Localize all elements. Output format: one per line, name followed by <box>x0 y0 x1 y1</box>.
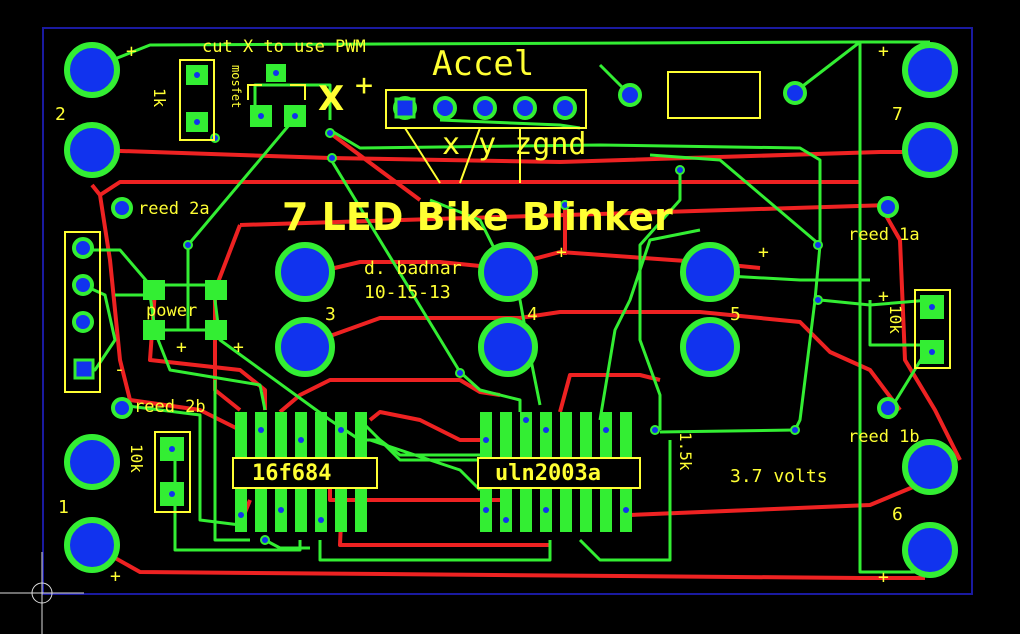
date-label: 10-15-13 <box>364 282 451 303</box>
pad-number-6: 6 <box>892 504 903 525</box>
origin-crosshair <box>0 552 84 634</box>
ic-uln2003a-pads <box>477 412 641 532</box>
mosfet-label: mosfet <box>229 65 243 108</box>
pad-number-2: 2 <box>55 104 66 125</box>
author-label: d. badnar <box>364 258 462 279</box>
silk-outlines <box>64 59 951 513</box>
plus-r10k: + <box>878 286 889 307</box>
r1k-label: 1k <box>150 88 169 108</box>
pad-number-3: 3 <box>325 304 336 325</box>
accel-plus: + <box>355 68 373 103</box>
plus-led-5: + <box>758 242 769 263</box>
reed-2b-label: reed 2b <box>134 397 206 417</box>
minus-batt: - <box>114 359 125 380</box>
big-pads <box>64 42 958 578</box>
ic-pin-vias <box>238 417 629 523</box>
r10k-left-label: 10k <box>127 444 146 473</box>
plus-led-4: + <box>556 242 567 263</box>
batt-pin-square <box>73 358 95 380</box>
pad-number-7: 7 <box>892 104 903 125</box>
r10k-right-label: 10k <box>886 305 905 334</box>
ic-16f684-outline <box>232 457 378 489</box>
plus-bottom-right: + <box>878 567 889 588</box>
reed-1a-label: reed 1a <box>848 225 920 245</box>
chip-uln2003a-label: uln2003a <box>495 461 601 486</box>
tiny-vias <box>183 128 823 545</box>
x-mark: X <box>318 79 344 119</box>
reed-1b-label: reed 1b <box>848 427 920 447</box>
power-label: power <box>146 301 197 321</box>
pad-number-4: 4 <box>527 304 538 325</box>
cut-note: cut X to use PWM <box>202 37 366 57</box>
ic-16f684-pads <box>232 412 378 532</box>
accel-pins-label: x y zgnd <box>442 127 587 162</box>
component-pads <box>143 64 944 506</box>
pad-number-5: 5 <box>730 304 741 325</box>
board-title: 7 LED Bike Blinker <box>282 195 673 239</box>
component-pad-holes <box>169 70 935 497</box>
r15k-label: 1.5k <box>676 432 695 471</box>
board-outline <box>42 27 973 595</box>
voltage-label: 3.7 volts <box>730 466 828 487</box>
pad-number-1: 1 <box>58 497 69 518</box>
accel-label: Accel <box>432 44 534 84</box>
accel-pin1-square <box>394 97 416 119</box>
plus-top-left: + <box>126 41 137 62</box>
power-plus-1: + <box>176 337 187 358</box>
power-plus-2: + <box>233 337 244 358</box>
chip-16f684-label: 16f684 <box>252 461 331 486</box>
plus-top-right: + <box>878 41 889 62</box>
reed-2a-label: reed 2a <box>138 199 210 219</box>
ic-uln2003a-outline <box>477 457 641 489</box>
plus-bottom-left: + <box>110 566 121 587</box>
